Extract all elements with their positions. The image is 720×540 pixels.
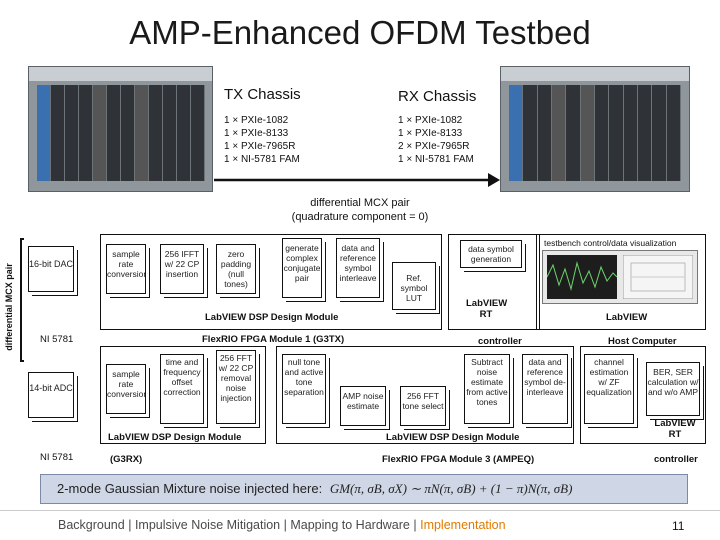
nav-divider (0, 510, 720, 511)
rx-block-ber-calculation: BER, SER calculation w/ and w/o AMP (646, 362, 700, 416)
nav-item-background[interactable]: Background (58, 518, 125, 532)
rx-dsp-label-1: LabVIEW DSP Design Module (108, 432, 242, 443)
rx-block-deinterleave: data and reference symbol de-interleave (522, 354, 568, 424)
nav-separator: | (128, 518, 132, 532)
rx-block-tone-separation: null tone and active tone separation (282, 354, 326, 424)
nav-separator: | (413, 518, 417, 532)
link-label: differential MCX pair (quadrature compon… (230, 196, 490, 224)
gui-constellation (623, 255, 693, 299)
gui-title: testbench control/data visualization (544, 238, 677, 248)
rx-block-fft-noise-injection: 256 FFT w/ 22 CP removal noise injection (216, 350, 256, 424)
rx-spec-line: 1 × NI-5781 FAM (398, 154, 474, 165)
page-number: 11 (672, 519, 685, 533)
tx-block-data-gen: data symbol generation (460, 240, 522, 268)
link-label-line2: (quadrature component = 0) (291, 211, 429, 223)
rx-fpga-left-label: (G3RX) (110, 454, 143, 465)
rx-host-band (580, 346, 706, 444)
rx-dsp-label-2: LabVIEW DSP Design Module (386, 432, 520, 443)
formula-text: 2-mode Gaussian Mixture noise injected h… (57, 481, 323, 496)
rx-block-subtract-noise: Subtract noise estimate from active tone… (464, 354, 510, 424)
rx-spec-line: 1 × PXIe-8133 (398, 128, 463, 139)
tx-block-interleave: data and reference symbol interleave (336, 238, 380, 298)
rx-block-offset-correction: time and frequency offset correction (160, 354, 204, 424)
tx-host-band (536, 234, 706, 330)
link-label-line1: differential MCX pair (310, 197, 410, 209)
gui-waveform (547, 255, 617, 299)
rx-labview-rt: LabVIEW RT (654, 418, 696, 440)
rx-controller-label: controller (654, 454, 698, 465)
rx-block-amp-estimate: AMP noise estimate (340, 386, 386, 426)
formula-math: GM(π, σB, σX) ∼ πN(π, σB) + (1 − π)N(π, … (329, 481, 573, 496)
tx-rt-band (448, 234, 540, 330)
slide-title: AMP-Enhanced OFDM Testbed (129, 14, 591, 51)
nav-item-mapping[interactable]: Mapping to Hardware (290, 518, 410, 532)
tx-fpga-label: FlexRIO FPGA Module 1 (G3TX) (202, 334, 345, 345)
rx-block-channel-estimation: channel estimation w/ ZF equalization (584, 354, 634, 424)
tx-chassis-label: TX Chassis (224, 86, 301, 103)
tx-spec-line: 1 × PXIe-7965R (224, 141, 296, 152)
tx-block-zero-padding: zero padding (null tones) (216, 244, 256, 294)
tx-dsp-band (100, 234, 442, 330)
tx-spec-line: 1 × NI-5781 FAM (224, 154, 300, 165)
tx-block-conjugate: generate complex conjugate pair (282, 238, 322, 298)
rx-block-rate-conversion: sample rate conversion (106, 364, 146, 414)
slide-navbar: Background | Impulsive Noise Mitigation … (58, 518, 506, 532)
tx-chassis-image (28, 66, 213, 192)
rx-dsp-band-2 (276, 346, 574, 444)
tx-labview-label: LabVIEW (606, 312, 648, 323)
link-arrow (214, 173, 500, 187)
tx-dac-block: 16-bit DAC (28, 246, 74, 292)
side-bracket (20, 238, 24, 362)
noise-formula-box: 2-mode Gaussian Mixture noise injected h… (40, 474, 688, 504)
tx-spec-line: 1 × PXIe-8133 (224, 128, 289, 139)
rx-dsp-band-1 (100, 346, 266, 444)
rx-ni-label: NI 5781 (40, 452, 74, 463)
rx-chassis-label: RX Chassis (398, 88, 477, 105)
tx-ni-label: NI 5781 (40, 334, 74, 345)
gui-panel (542, 250, 698, 304)
rx-chassis-image (500, 66, 690, 192)
host-computer-label: Host Computer (608, 336, 677, 347)
rx-block-tone-select: 256 FFT tone select (400, 386, 446, 426)
tx-block-ref-lut: Ref. symbol LUT (392, 262, 436, 310)
nav-separator: | (283, 518, 287, 532)
nav-item-implementation[interactable]: Implementation (420, 518, 506, 532)
tx-labview-rt: LabVIEW RT (466, 298, 508, 320)
tx-block-ifft: 256 IFFT w/ 22 CP insertion (160, 244, 204, 294)
rx-spec-line: 2 × PXIe-7965R (398, 141, 470, 152)
rx-adc-block: 14-bit ADC (28, 372, 74, 418)
tx-controller-label: controller (478, 336, 522, 347)
rx-fpga-label: FlexRIO FPGA Module 3 (AMPEQ) (382, 454, 535, 465)
rx-spec-line: 1 × PXIe-1082 (398, 115, 463, 126)
tx-chassis-specs: 1 × PXIe-1082 1 × PXIe-8133 1 × PXIe-796… (224, 114, 300, 166)
side-mcx-label: differential MCX pair (4, 263, 14, 351)
nav-item-impulsive-noise[interactable]: Impulsive Noise Mitigation (134, 518, 281, 532)
rx-chassis-specs: 1 × PXIe-1082 1 × PXIe-8133 2 × PXIe-796… (398, 114, 474, 166)
tx-spec-line: 1 × PXIe-1082 (224, 115, 289, 126)
tx-dsp-label: LabVIEW DSP Design Module (205, 312, 339, 323)
tx-block-rate-conversion: sample rate conversion (106, 244, 146, 294)
